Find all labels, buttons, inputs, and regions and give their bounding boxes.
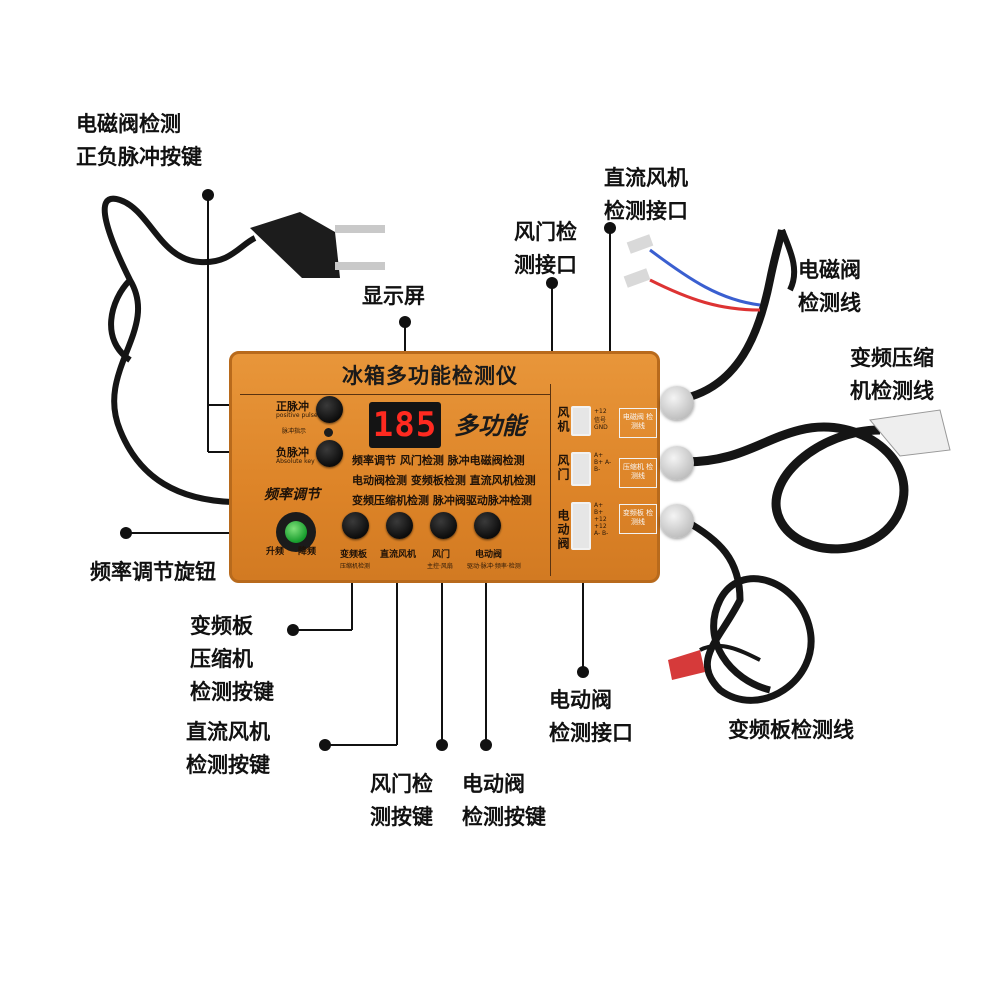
- callout-line: 直流风机: [604, 166, 688, 190]
- panel-divider: [240, 394, 550, 395]
- callout-display: 显示屏: [362, 280, 425, 313]
- positive-pulse-button[interactable]: [316, 396, 343, 423]
- callout-line: 检测按键: [462, 805, 546, 829]
- up-freq-label: 升频: [266, 547, 285, 557]
- pos-pulse-label: 正脉冲: [276, 400, 309, 413]
- callout-line: 检测接口: [604, 199, 688, 223]
- side-label-box: 电磁阀 检测线: [619, 408, 657, 438]
- multi-function-label: 多功能: [454, 412, 526, 440]
- dc-fan-test-button[interactable]: [386, 512, 413, 539]
- callout-line: 变频板: [190, 614, 253, 638]
- button-label: 风门: [432, 550, 451, 560]
- freq-adjust-label: 频率调节: [264, 487, 320, 503]
- function-row: 变频压缩机检测 脉冲阀驱动脉冲检测: [352, 494, 532, 507]
- callout-solenoid-line: 电磁阀 检测线: [798, 254, 861, 320]
- side-label-box: 压缩机 检测线: [619, 458, 657, 488]
- callout-dc-fan-port: 直流风机 检测接口: [604, 162, 688, 228]
- callout-inverter-line: 变频板检测线: [728, 714, 854, 747]
- callout-line: 压缩机: [190, 647, 253, 671]
- callout-line: 显示屏: [362, 284, 425, 308]
- callout-line: 风门检: [370, 772, 433, 796]
- callout-pulse-button: 电磁阀检测 正负脉冲按键: [76, 108, 202, 174]
- button-sub-label: 驱动·脉冲·频率·检测: [467, 563, 521, 570]
- button-label: 直流风机: [380, 550, 417, 560]
- callout-damper-port: 风门检 测接口: [514, 216, 577, 282]
- callout-line: 变频板检测线: [728, 718, 854, 742]
- port-label: 风机: [556, 406, 570, 434]
- callout-line: 电磁阀检测: [76, 112, 181, 136]
- callout-line: 机检测线: [850, 379, 934, 403]
- port-label: 电动阀: [556, 509, 570, 551]
- button-sub-label: 压缩机检测: [340, 563, 371, 570]
- callout-line: 检测按键: [190, 680, 274, 704]
- callout-line: 检测线: [798, 291, 861, 315]
- callout-line: 变频压缩: [850, 346, 934, 370]
- function-row: 频率调节 风门检测 脉冲电磁阀检测: [352, 454, 525, 467]
- function-row: 电动阀检测 变频板检测 直流风机检测: [352, 474, 536, 487]
- callout-inverter-button: 变频板 压缩机 检测按键: [190, 610, 274, 709]
- inverter-test-button[interactable]: [342, 512, 369, 539]
- panel-title: 冰箱多功能检测仪: [342, 364, 518, 388]
- damper-test-button[interactable]: [430, 512, 457, 539]
- callout-line: 频率调节旋钮: [90, 560, 216, 584]
- callout-line: 正负脉冲按键: [76, 145, 202, 169]
- callout-freq-knob: 频率调节旋钮: [90, 556, 216, 589]
- valve-test-button[interactable]: [474, 512, 501, 539]
- port-pins: +12 信号 GND: [594, 408, 608, 431]
- callout-line: 测接口: [514, 253, 577, 277]
- neg-pulse-en-label: Absolute key: [276, 458, 315, 465]
- cable-gland-icon: [660, 504, 694, 538]
- callout-line: 电动阀: [549, 688, 612, 712]
- callout-valve-port: 电动阀 检测接口: [549, 684, 633, 750]
- neg-pulse-label: 负脉冲: [276, 446, 309, 459]
- down-freq-label: 降频: [298, 547, 317, 557]
- port-label: 风门: [556, 454, 570, 482]
- button-label: 电动阀: [475, 550, 503, 560]
- valve-port[interactable]: [571, 502, 591, 550]
- callout-valve-button: 电动阀 检测按键: [462, 768, 546, 834]
- pos-pulse-en-label: positive pulse: [276, 412, 318, 419]
- callout-line: 检测按键: [186, 753, 270, 777]
- port-pins: A+ B+ +12 +12 A- B-: [594, 502, 609, 537]
- display-screen: 185: [369, 402, 441, 448]
- dc-fan-port[interactable]: [571, 406, 591, 436]
- callout-line: 检测接口: [549, 721, 633, 745]
- tester-panel: 冰箱多功能检测仪 正脉冲 positive pulse 脉冲指示 负脉冲 Abs…: [229, 351, 660, 583]
- button-sub-label: 主控·风扇: [427, 563, 453, 570]
- side-label-box: 变频板 检测线: [619, 504, 657, 534]
- callout-dc-fan-button: 直流风机 检测按键: [186, 716, 270, 782]
- pulse-indicator-label: 脉冲指示: [282, 428, 307, 435]
- callout-damper-button: 风门检 测按键: [370, 768, 433, 834]
- callout-compressor-line: 变频压缩 机检测线: [850, 342, 934, 408]
- power-plug-icon: [250, 212, 385, 278]
- callout-line: 直流风机: [186, 720, 270, 744]
- port-pins: A+ B+ A- B-: [594, 452, 612, 473]
- callout-line: 风门检: [514, 220, 577, 244]
- callout-line: 电磁阀: [798, 258, 861, 282]
- button-label: 变频板: [340, 550, 368, 560]
- frequency-knob[interactable]: [276, 512, 316, 552]
- negative-pulse-button[interactable]: [316, 440, 343, 467]
- knob-cap-icon: [285, 521, 307, 543]
- pulse-indicator-led: [324, 428, 333, 437]
- callout-line: 电动阀: [462, 772, 525, 796]
- callout-line: 测按键: [370, 805, 433, 829]
- panel-divider: [550, 384, 551, 576]
- cable-gland-icon: [660, 446, 694, 480]
- cable-gland-icon: [660, 386, 694, 420]
- damper-port[interactable]: [571, 452, 591, 486]
